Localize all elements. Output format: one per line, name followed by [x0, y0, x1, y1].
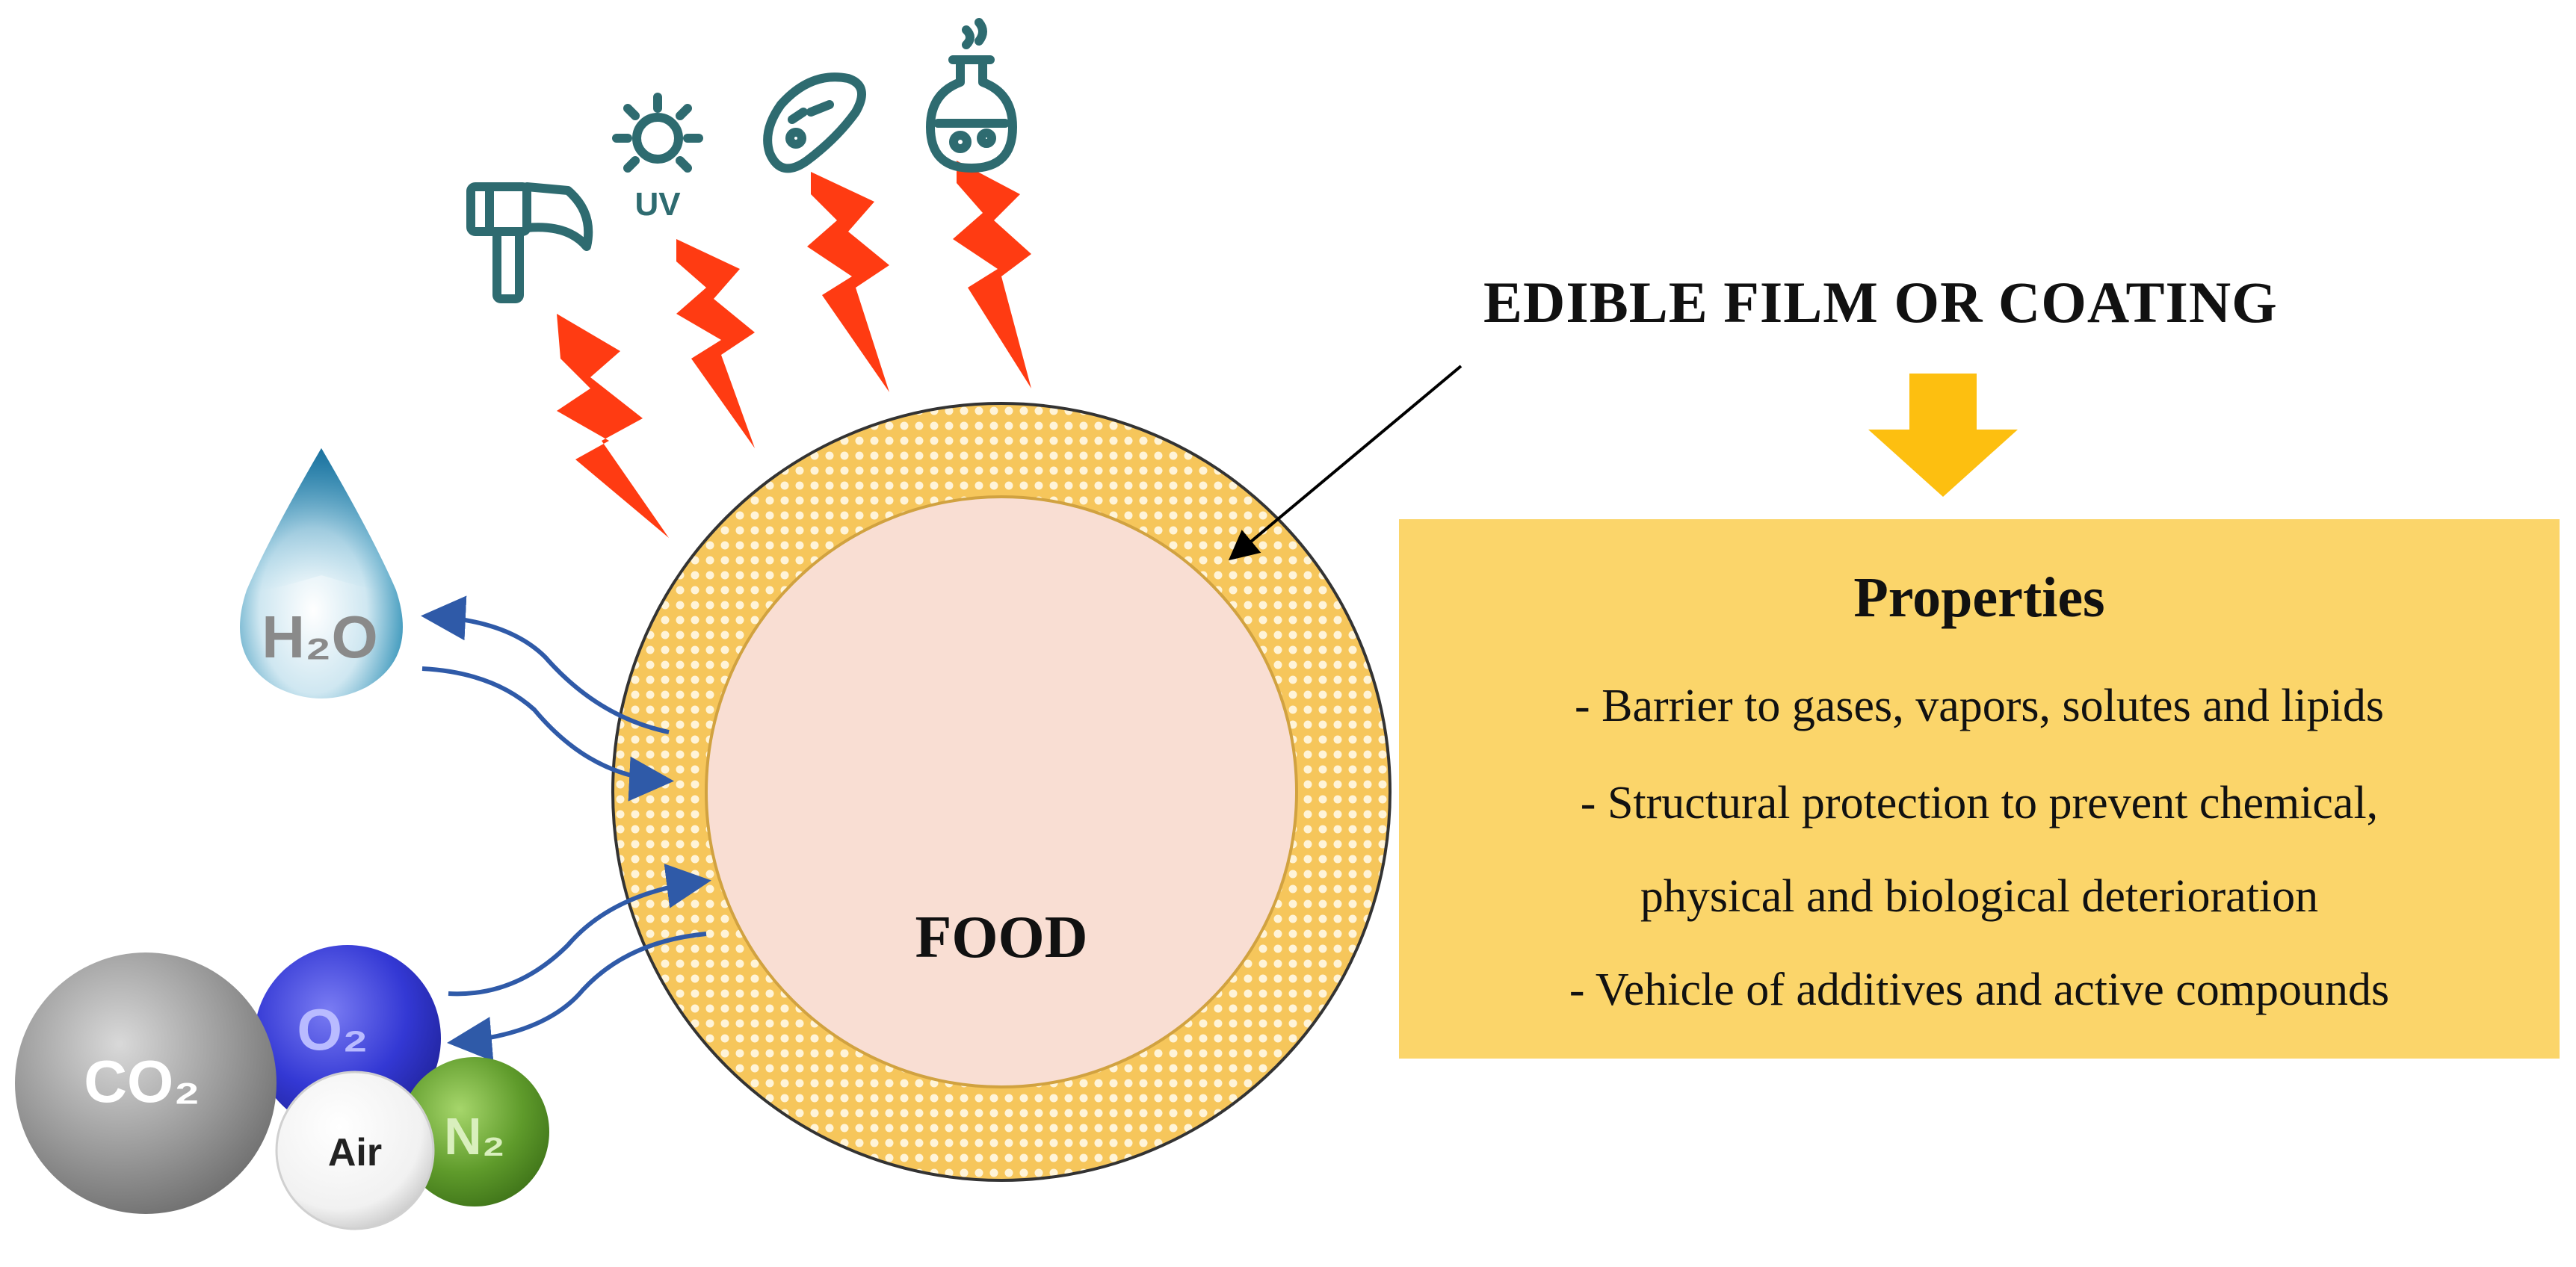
- air-bubble: [275, 1071, 435, 1230]
- gas-out-arrow: [447, 932, 707, 1062]
- chemical-flask-icon: [926, 18, 1017, 173]
- air-label: Air: [328, 1131, 382, 1174]
- n2-bubble: [400, 1057, 549, 1206]
- water-label: H₂O: [262, 604, 378, 670]
- gas-bubbles-icon: [15, 945, 549, 1230]
- sun-uv-icon: [612, 93, 703, 173]
- bacteria-icon: [763, 72, 866, 173]
- water-transfer-arrows: [421, 595, 674, 802]
- food-core: [705, 495, 1298, 1088]
- food-label: FOOD: [915, 905, 1088, 970]
- lightning-bolt-icon: [807, 172, 889, 392]
- water-in-arrow: [421, 666, 674, 802]
- water-out-arrow: [421, 595, 670, 734]
- hammer-icon: [466, 182, 593, 303]
- properties-title: Properties: [1853, 566, 2105, 629]
- lightning-bolt-icon: [676, 239, 755, 448]
- lightning-bolt-icon: [557, 314, 669, 538]
- properties-box: Properties - Barrier to gases, vapors, s…: [1399, 519, 2560, 1059]
- property-line: - Barrier to gases, vapors, solutes and …: [1574, 681, 2385, 731]
- co2-bubble: [15, 952, 277, 1214]
- down-arrow-icon: [1868, 374, 2018, 497]
- lightning-bolt-icon: [953, 161, 1031, 388]
- coated-food: [611, 402, 1392, 1182]
- hazard-icons: [466, 18, 1017, 303]
- uv-label: UV: [634, 186, 681, 223]
- lightning-bolts: [557, 161, 1031, 538]
- o2-label: O₂: [297, 997, 368, 1062]
- n2-label: N₂: [444, 1107, 505, 1165]
- coating-pointer-line: [1228, 365, 1462, 561]
- gas-transfer-arrows: [447, 864, 711, 1062]
- edible-film-title: EDIBLE FILM OR COATING: [1483, 270, 2278, 335]
- gas-in-arrow: [448, 864, 711, 997]
- co2-label: CO₂: [84, 1048, 200, 1115]
- property-line: - Vehicle of additives and active compou…: [1569, 964, 2390, 1015]
- property-line: - Structural protection to prevent chemi…: [1580, 778, 2379, 828]
- water-drop-icon: [240, 448, 403, 698]
- property-line: physical and biological deterioration: [1640, 871, 2319, 922]
